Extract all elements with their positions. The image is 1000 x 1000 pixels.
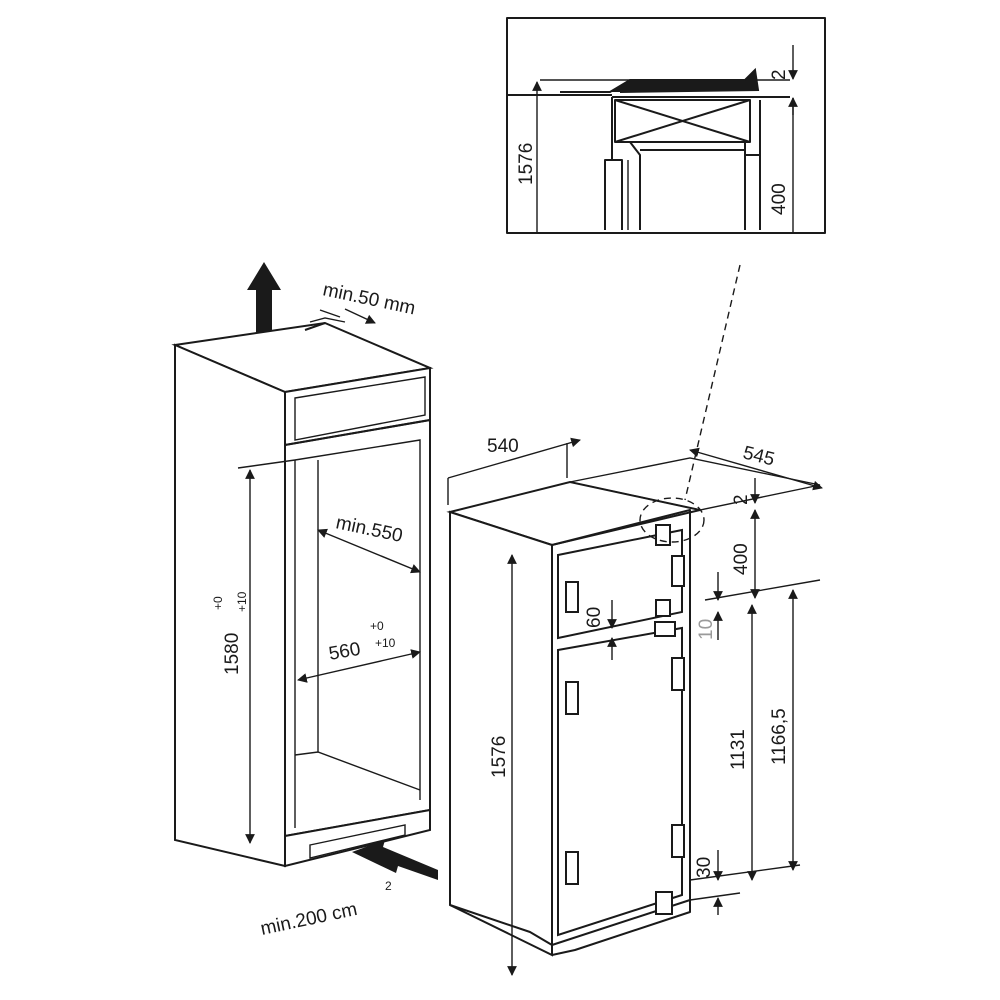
top-gap-label: 2	[731, 494, 752, 505]
detail-depth-label: 400	[769, 183, 790, 215]
bottom-gap-label: 30	[694, 857, 715, 878]
detail-circle	[639, 497, 705, 543]
ventilation-in-arrow-icon	[352, 840, 438, 880]
niche-height-label: 1580	[222, 633, 243, 675]
detail-height-label: 1576	[516, 143, 537, 185]
door-gap-label: 60	[584, 607, 605, 628]
appliance-unit: 540 545 2 400 60 10 1576 1131 1166,5 30	[446, 436, 823, 976]
niche-width-tol-lower: +10	[375, 636, 396, 650]
niche-width-tol-upper: +0	[370, 619, 384, 633]
vent-bottom-label: min.200 cm	[259, 899, 359, 940]
vent-top-label: min.50 mm	[321, 279, 417, 319]
niche-height-tol-lower: +10	[235, 591, 249, 612]
niche-height-tol-upper: +0	[211, 596, 225, 610]
vent-bottom-unit-sup: 2	[385, 879, 392, 893]
lower-total-label: 1166,5	[769, 708, 790, 765]
niche-cabinet: min.50 mm 1580 +0 +10 min.550 560 +0 +10…	[171, 262, 438, 940]
lower-door	[557, 626, 683, 937]
detail-gap-label: 2	[769, 69, 790, 80]
detail-frame	[506, 17, 826, 234]
lower-door-label: 1131	[728, 729, 749, 770]
niche-depth-label: min.550	[334, 512, 404, 547]
upper-door-label: 400	[731, 543, 752, 575]
detail-leader	[684, 264, 741, 501]
niche-width-label: 560	[327, 639, 362, 665]
appliance-height-label: 1576	[489, 736, 510, 778]
door-spacing-label: 10	[696, 619, 717, 640]
upper-door	[557, 528, 683, 640]
detail-inset: 1576 2 400	[506, 17, 826, 234]
appliance-width-label: 540	[487, 436, 519, 457]
ventilation-up-arrow-icon	[247, 262, 281, 334]
